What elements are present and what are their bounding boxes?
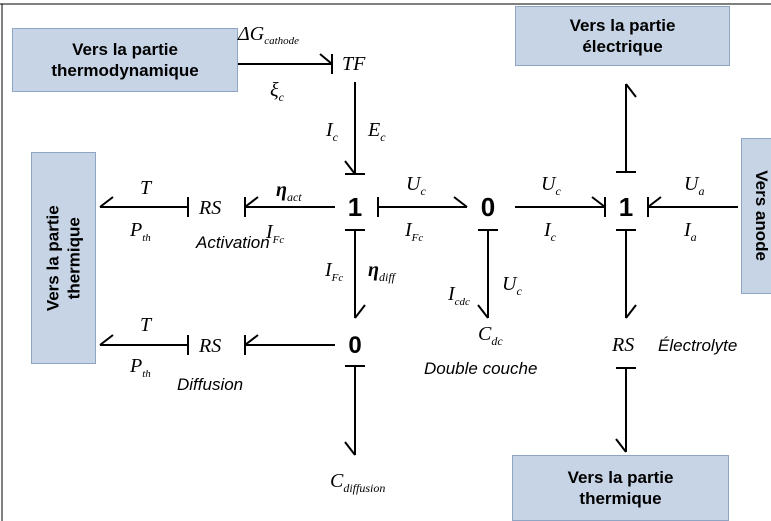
u-a-label: Ua (684, 173, 704, 198)
box-thermique-left: Vers la partie thermique (31, 152, 96, 364)
rs-activation-element: RS (198, 197, 221, 219)
bond-zero-cdc (477, 229, 498, 319)
box-electrique: Vers la partie électrique (515, 6, 730, 66)
rs-electrolyte-element: RS (611, 334, 634, 356)
box-thermodynamique-line2: thermodynamique (51, 61, 199, 80)
bond-rs-activation-thermique (99, 196, 189, 217)
t-diffusion-label: T (140, 314, 153, 336)
delta-g-cathode-label: ΔGcathode (237, 23, 299, 47)
i-cdc-label: Icdc (447, 283, 470, 308)
box-electrique-line2: électrique (582, 37, 663, 56)
box-thermique-bottom-line2: thermique (579, 489, 662, 508)
tf-element: TF (342, 53, 366, 75)
bond-one-rs-activation (244, 196, 335, 217)
c-dc-element: Cdc (478, 323, 503, 348)
box-thermodynamique-line1: Vers la partie (72, 39, 178, 59)
u-c-left-label: Uc (406, 173, 426, 198)
junction-zero-bottom: 0 (348, 332, 361, 359)
bond-rs-electrolyte-thermique (615, 367, 636, 453)
i-a-label: Ia (683, 219, 697, 244)
box-electrique-line1: Vers la partie (569, 15, 676, 35)
activation-label: Activation (195, 233, 270, 252)
bond-zero-rs-diffusion (244, 334, 335, 355)
xi-c-label: ξc (270, 79, 285, 104)
electrolyte-label: Électrolyte (658, 336, 737, 355)
bond-one-right-rs-electrolyte (616, 229, 637, 319)
box-anode: Vers anode (741, 138, 771, 294)
bond-anode-one-right (647, 196, 738, 217)
c-diffusion-element: Cdiffusion (330, 470, 385, 495)
bond-thermo-tf (238, 53, 333, 74)
eta-act-label: ηact (276, 179, 302, 204)
e-c-label: Ec (367, 119, 386, 144)
bond-one-right-electrique (616, 83, 637, 173)
box-thermique-bottom-line1: Vers la partie (567, 467, 674, 487)
junction-zero-mid: 0 (481, 192, 495, 222)
t-activation-label: T (140, 177, 153, 199)
u-c-down-label: Uc (502, 273, 522, 298)
junction-one-right: 1 (619, 192, 633, 222)
double-couche-label: Double couche (424, 359, 537, 378)
bond-zero-cdiffusion (344, 365, 365, 456)
u-c-right-label: Uc (541, 173, 561, 198)
bond-rs-diffusion-thermique (99, 334, 189, 355)
bond-tf-one-left (344, 82, 365, 175)
i-c-right-label: Ic (543, 219, 557, 244)
p-th-activation-label: Pth (129, 219, 151, 244)
i-c-top-label: Ic (325, 119, 339, 144)
box-thermique-bottom: Vers la partie thermique (512, 455, 729, 521)
bond-one-zero-bottom (345, 229, 366, 319)
diffusion-label: Diffusion (177, 375, 243, 394)
i-fc-activation-label: IFc (265, 221, 284, 246)
bond-zero-one-left (377, 196, 468, 217)
eta-diff-label: ηdiff (368, 259, 397, 284)
p-th-diffusion-label: Pth (129, 355, 151, 380)
junction-one-left: 1 (348, 192, 362, 222)
rs-diffusion-element: RS (198, 335, 221, 357)
bond-zero-one-right (515, 196, 606, 217)
box-thermodynamique: Vers la partie thermodynamique (12, 28, 238, 92)
i-fc-down-label: IFc (324, 259, 343, 284)
i-fc-mid-label: IFc (404, 219, 423, 244)
